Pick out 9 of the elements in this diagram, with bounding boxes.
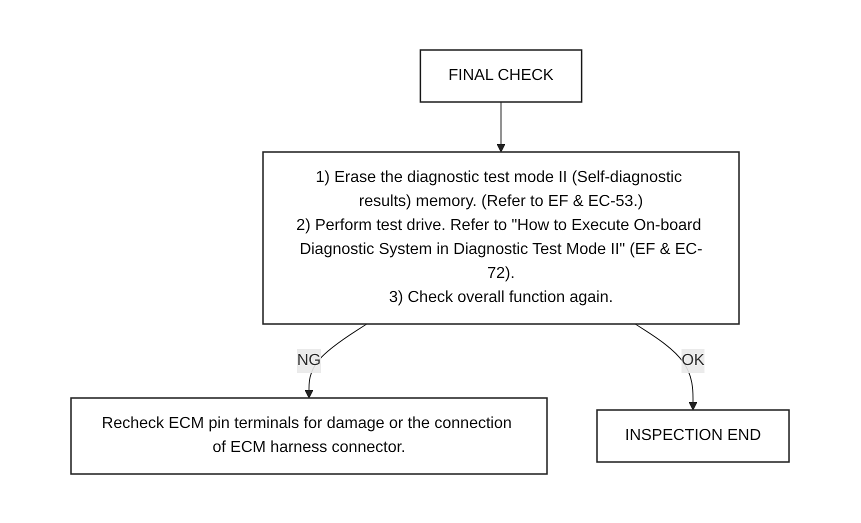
node-box: Recheck ECM pin terminals for damage or the connection of ECM harness connector. bbox=[70, 396, 548, 474]
node-box: FINAL CHECK bbox=[420, 48, 583, 102]
edge-label: NG bbox=[297, 352, 322, 368]
arrow bbox=[497, 101, 506, 152]
arrow bbox=[305, 323, 368, 398]
node-box: 1) Erase the diagnostic test mode II (Self-diagnostic results) memory. (Refer to EF & EC-53.) 2) Perform test drive. Refer to "How to Execute On-board Diagnostic System in Diagnostic Test Mode II" (EF & EC-72). 3) Check overall function again. bbox=[262, 150, 740, 324]
node-box: INSPECTION END bbox=[596, 408, 790, 462]
edge-label: OK bbox=[682, 352, 706, 368]
arrow bbox=[635, 323, 698, 410]
